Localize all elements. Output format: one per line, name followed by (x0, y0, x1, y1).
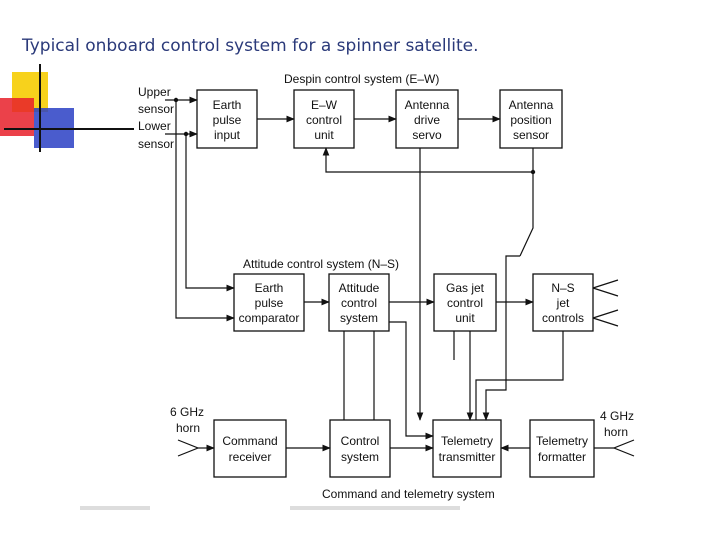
command-section-label: Command and telemetry system (322, 487, 495, 501)
command-receiver-block: Command receiver (213, 419, 287, 478)
gas-jet-control-unit-block: Gas jet control unit (433, 273, 497, 332)
svg-text:Control: Control (341, 434, 380, 448)
slide-title: Typical onboard control system for a spi… (22, 36, 479, 56)
svg-text:horn: horn (604, 425, 628, 439)
svg-text:sensor: sensor (138, 137, 174, 151)
svg-text:controls: controls (542, 311, 584, 325)
svg-text:Antenna: Antenna (509, 98, 554, 112)
svg-text:unit: unit (314, 128, 334, 142)
svg-text:transmitter: transmitter (439, 450, 496, 464)
deco-vertical-line (39, 64, 41, 152)
svg-text:system: system (340, 311, 378, 325)
connector-wires (165, 96, 635, 457)
svg-text:pulse: pulse (255, 296, 284, 310)
svg-text:control: control (306, 113, 342, 127)
footer-date (80, 506, 150, 510)
svg-text:Attitude: Attitude (339, 281, 380, 295)
svg-text:servo: servo (412, 128, 442, 142)
svg-text:sensor: sensor (513, 128, 549, 142)
lower-sensor-label: Lower sensor (138, 119, 174, 151)
footer-source (290, 506, 460, 510)
svg-text:6 GHz: 6 GHz (170, 405, 204, 419)
despin-section-label: Despin control system (E–W) (284, 72, 439, 86)
svg-text:control: control (341, 296, 377, 310)
svg-text:N–S: N–S (551, 281, 574, 295)
svg-text:Lower: Lower (138, 119, 171, 133)
svg-text:4 GHz: 4 GHz (600, 409, 634, 423)
svg-text:system: system (341, 450, 379, 464)
earth-pulse-input-block: Earth pulse input (196, 89, 258, 149)
antenna-position-sensor-block: Antenna position sensor (499, 89, 563, 149)
svg-text:Upper: Upper (138, 85, 171, 99)
control-system-block: Control system (329, 419, 391, 478)
svg-text:sensor: sensor (138, 102, 174, 116)
attitude-section-label: Attitude control system (N–S) (243, 257, 399, 271)
antenna-drive-servo-block: Antenna drive servo (395, 89, 459, 149)
svg-text:Earth: Earth (213, 98, 242, 112)
earth-pulse-comparator-block: Earth pulse comparator (233, 273, 305, 332)
svg-text:Antenna: Antenna (405, 98, 450, 112)
svg-text:control: control (447, 296, 483, 310)
6ghz-horn-label: 6 GHz horn (170, 405, 204, 435)
svg-text:pulse: pulse (213, 113, 242, 127)
telemetry-formatter-block: Telemetry formatter (529, 419, 595, 478)
svg-text:formatter: formatter (538, 450, 586, 464)
svg-text:Gas jet: Gas jet (446, 281, 485, 295)
4ghz-horn-label: 4 GHz horn (600, 409, 634, 439)
svg-text:unit: unit (455, 311, 475, 325)
svg-text:Telemetry: Telemetry (441, 434, 493, 448)
svg-text:Earth: Earth (255, 281, 284, 295)
ew-control-unit-block: E–W control unit (293, 89, 355, 149)
svg-text:Command: Command (222, 434, 277, 448)
svg-text:receiver: receiver (229, 450, 272, 464)
telemetry-transmitter-block: Telemetry transmitter (432, 419, 502, 478)
svg-text:position: position (510, 113, 551, 127)
upper-sensor-label: Upper sensor (138, 85, 174, 116)
deco-horizontal-line (4, 128, 134, 130)
svg-text:E–W: E–W (311, 98, 338, 112)
svg-text:Telemetry: Telemetry (536, 434, 588, 448)
svg-text:horn: horn (176, 421, 200, 435)
ns-jet-controls-block: N–S jet controls (532, 273, 594, 332)
svg-text:jet: jet (556, 296, 570, 310)
attitude-control-system-block: Attitude control system (328, 273, 390, 332)
svg-text:input: input (214, 128, 241, 142)
svg-text:comparator: comparator (239, 311, 300, 325)
svg-text:drive: drive (414, 113, 440, 127)
